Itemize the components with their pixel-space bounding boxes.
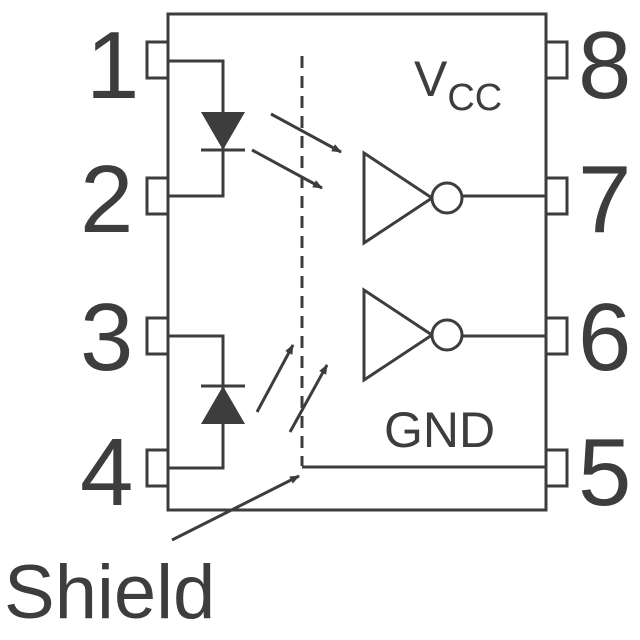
vcc-label: VCC xyxy=(414,51,502,119)
pin-1-tab xyxy=(145,40,170,80)
pin-5-number: 5 xyxy=(578,419,631,526)
pin-1-number: 1 xyxy=(86,12,139,119)
shield-pointer-arrow xyxy=(171,474,300,542)
lower-photodiode xyxy=(168,334,245,470)
shield-label: Shield xyxy=(4,550,215,635)
lower-photodiode-triangle-icon xyxy=(201,386,245,424)
pin-3-tab xyxy=(145,316,170,356)
pin-4-tab xyxy=(145,448,170,488)
upper-emission-arrow-1 xyxy=(270,112,342,154)
package-outline xyxy=(166,12,548,512)
pin-2-tab xyxy=(145,176,170,216)
pin-8-number: 8 xyxy=(578,12,631,119)
pin-5-tab xyxy=(544,448,569,488)
pin-4-number: 4 xyxy=(80,419,133,526)
pin-2-number: 2 xyxy=(80,146,133,253)
pin-3-number: 3 xyxy=(80,284,133,391)
upper-led-triangle-icon xyxy=(201,112,245,150)
pin-7-number: 7 xyxy=(578,146,631,253)
lower-inverter xyxy=(362,287,546,383)
upper-emission-arrow-2 xyxy=(251,148,323,190)
pin-8-tab xyxy=(544,40,569,80)
gnd-label: GND xyxy=(384,402,495,458)
pin-7-tab xyxy=(544,176,569,216)
lower-detection-arrow-2 xyxy=(288,364,329,433)
upper-inverter xyxy=(362,150,546,246)
vcc-subscript: CC xyxy=(447,77,502,119)
vcc-main: V xyxy=(414,51,448,107)
pin-6-number: 6 xyxy=(578,284,631,391)
upper-led xyxy=(168,59,245,198)
pin-6-tab xyxy=(544,316,569,356)
lower-detection-arrow-1 xyxy=(255,344,295,413)
